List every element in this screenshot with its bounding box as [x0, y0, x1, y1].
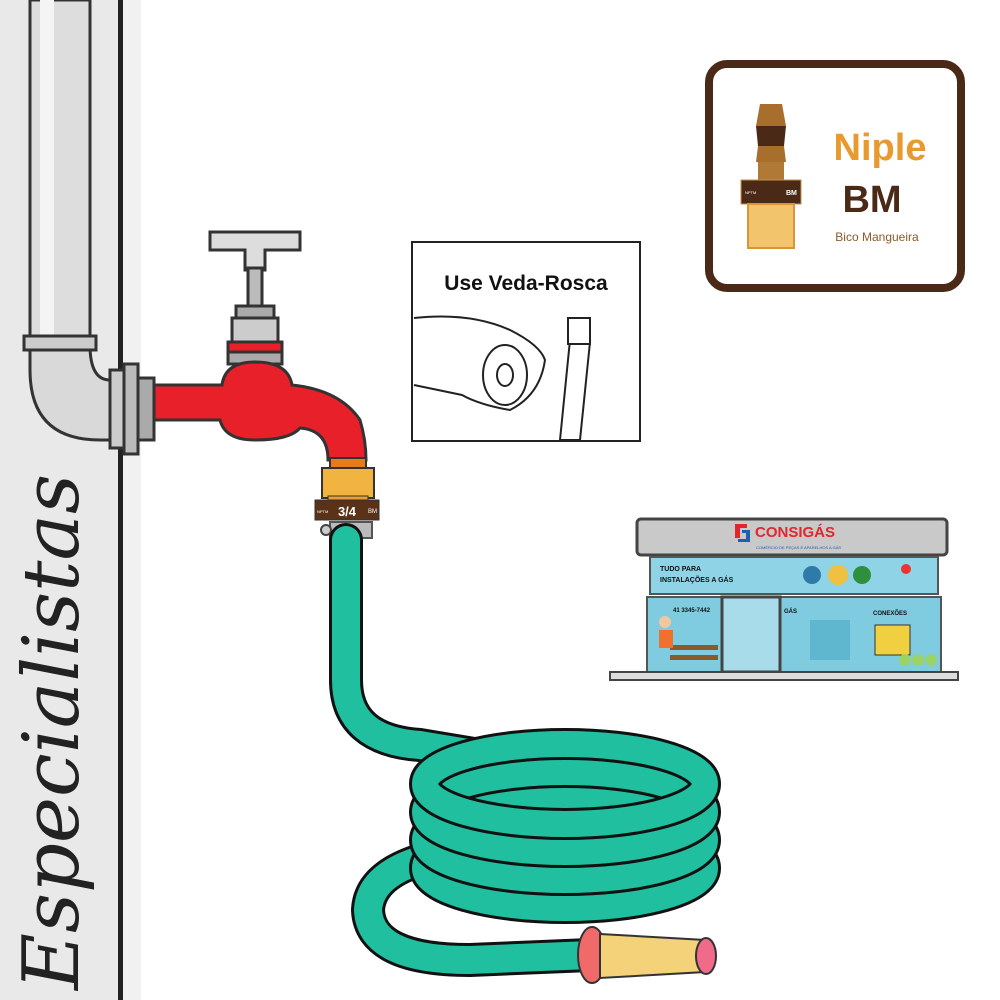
- store-phone: 41 3345-7442: [673, 608, 711, 614]
- adapter-size-label: 3/4: [338, 504, 357, 519]
- banner-line1: TUDO PARA: [660, 566, 701, 573]
- consigas-logo: [735, 524, 747, 538]
- consigas-store: CONSIGÁS COMÉRCIO DE PEÇAS E APARELHOS A…: [609, 517, 959, 681]
- badge-title: Niple: [834, 127, 927, 169]
- fitting-mark-right: BM: [786, 190, 797, 197]
- adapter-right-mark: BM: [368, 509, 377, 515]
- pipe: [22, 0, 156, 456]
- wall-shadow: [123, 0, 141, 1000]
- garden-hose: [329, 523, 721, 978]
- person-icon: [659, 616, 671, 628]
- veda-rosca-title: Use Veda-Rosca: [444, 272, 608, 295]
- badge-caption: Bico Mangueira: [835, 230, 919, 244]
- hose-coil: [409, 728, 721, 924]
- section-gas: GÁS: [784, 608, 797, 615]
- veda-rosca-card: Use Veda-Rosca: [411, 241, 641, 442]
- section-connections: CONEXÕES: [873, 610, 907, 617]
- hose-nozzle: [577, 926, 717, 984]
- wall-edge: [118, 0, 123, 1000]
- niple-bm-badge: NPTM BM Niple BM Bico Mangueira: [705, 60, 965, 292]
- adapter-left-mark: NPTM: [317, 509, 328, 514]
- fitting-mark-left: NPTM: [745, 190, 756, 195]
- especialistas-label: Especialistas: [7, 474, 97, 992]
- badge-subtitle: BM: [842, 179, 901, 221]
- faucet: [152, 230, 368, 462]
- store-brand: CONSIGÁS: [755, 524, 835, 541]
- store-tagline: COMÉRCIO DE PEÇAS E APARELHOS A GÁS: [756, 545, 841, 550]
- banner-line2: INSTALAÇÕES A GÁS: [660, 575, 734, 584]
